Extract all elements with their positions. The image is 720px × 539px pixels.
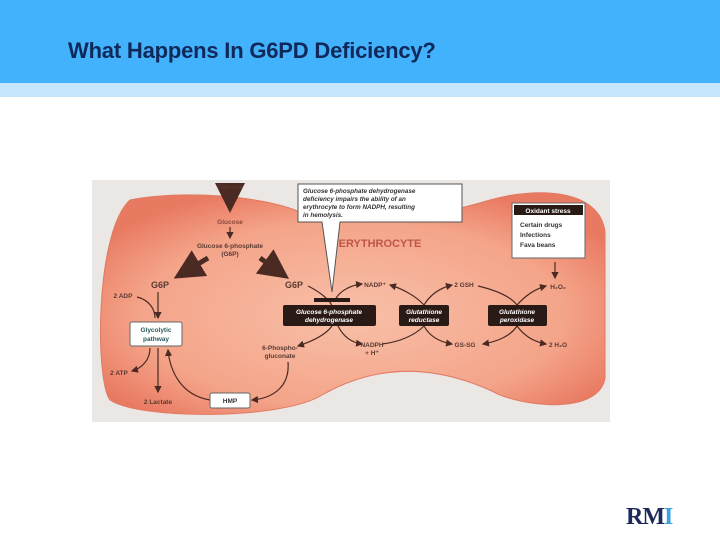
oxidant-item: Fava beans xyxy=(520,242,556,249)
glutathione-reductase-label: reductase xyxy=(409,317,440,324)
glycolytic-label: pathway xyxy=(143,336,169,343)
g6p-abbr-label: (G6P) xyxy=(221,251,238,258)
rmi-logo: RMI xyxy=(626,504,673,530)
nadp-label: NADP⁺ xyxy=(364,282,386,289)
callout-line: erythrocyte to form NADPH, resulting xyxy=(303,204,415,211)
h2o2-label: H₂O₂ xyxy=(550,284,566,291)
oxidant-stress-title: Oxidant stress xyxy=(525,208,571,215)
glucose-inside-label: Glucose xyxy=(217,219,243,226)
header-band xyxy=(0,0,720,83)
pathway-arrows xyxy=(130,183,559,404)
phosphogluconate-label: gluconate xyxy=(265,353,296,360)
callout-text: Glucose 6-phosphate dehydrogenase defici… xyxy=(303,188,416,219)
oxidant-item: Infections xyxy=(520,232,551,239)
glutathione-peroxidase-box xyxy=(488,305,547,326)
gssg-label: GS-SG xyxy=(455,342,476,349)
oxidant-item: Certain drugs xyxy=(520,222,563,229)
adp-label: 2 ADP xyxy=(114,293,134,300)
slide-title: What Happens In G6PD Deficiency? xyxy=(68,38,436,63)
hmp-label: HMP xyxy=(223,398,238,405)
callout-line: in hemolysis. xyxy=(303,212,343,219)
header-strip xyxy=(0,83,720,97)
g6p-left-label: G6P xyxy=(151,280,169,290)
nadph-label: NADPH xyxy=(360,342,383,349)
callout-line: Glucose 6-phosphate dehydrogenase xyxy=(303,188,416,195)
g6pd-label: dehydrogenase xyxy=(305,317,353,324)
glutathione-reductase-box xyxy=(399,305,449,326)
glycolytic-pathway-box xyxy=(129,321,183,347)
oxidant-stress-header xyxy=(514,205,583,215)
g6pd-enzyme-box xyxy=(283,305,376,326)
glutathione-reductase-label: Glutathione xyxy=(406,309,442,316)
glutathione-peroxidase-label: Glutathione xyxy=(499,309,535,316)
phosphogluconate-label: 6-Phospho- xyxy=(262,345,298,352)
nadph-label: + H⁺ xyxy=(365,350,379,357)
g6p-right-label: G6P xyxy=(285,280,303,290)
atp-label: 2 ATP xyxy=(110,370,128,377)
lactate-label: 2 Lactate xyxy=(144,399,173,406)
callout-line: deficiency impairs the ability of an xyxy=(303,196,406,203)
erythrocyte-label: ERYTHROCYTE xyxy=(339,238,422,250)
h2o-label: 2 H₂O xyxy=(549,342,567,349)
glycolytic-label: Glycolytic xyxy=(140,327,171,334)
hmp-box xyxy=(209,392,251,409)
glutathione-peroxidase-label: peroxidase xyxy=(499,317,535,324)
inhibition-bar xyxy=(314,298,350,302)
gsh-label: 2 GSH xyxy=(454,282,474,289)
glucose-outside-label: Glucose xyxy=(217,184,243,191)
g6pd-label: Glucose 6-phosphate xyxy=(296,309,362,316)
g6p-full-label: Glucose 6-phosphate xyxy=(197,243,263,250)
callout-box xyxy=(297,183,463,293)
